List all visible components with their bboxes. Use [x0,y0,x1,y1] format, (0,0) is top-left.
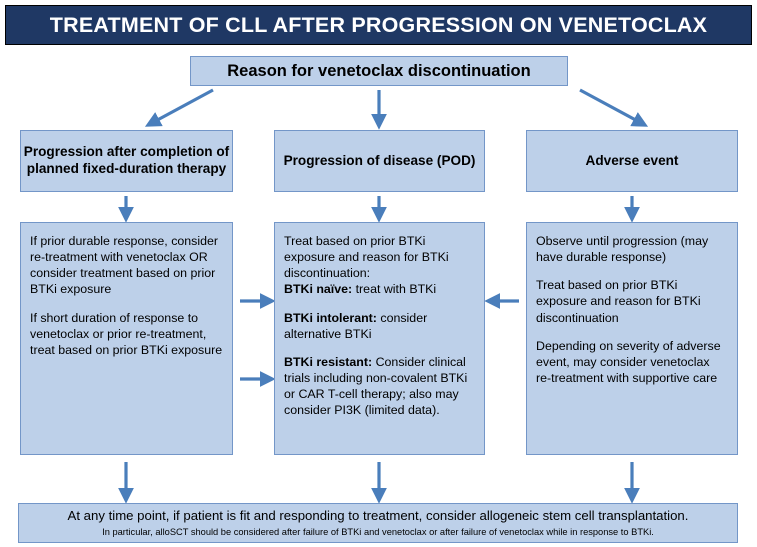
col2-p4-lead: BTKi resistant: [284,354,373,369]
col3-head-label: Adverse event [585,152,679,168]
col2-head-label: Progression of disease (POD) [283,152,476,168]
arrow-root-to-col3 [579,88,649,127]
node-fixed-duration-recommendations[interactable]: If prior durable response, consider re-t… [20,222,233,455]
col1-paragraph-1: If prior durable response, consider re-t… [30,234,219,297]
page-title-banner: TREATMENT OF CLL AFTER PROGRESSION ON VE… [5,5,752,45]
col2-p4-text: Consider clinical trials including non-c… [284,354,468,418]
node-adverse-event-recommendations[interactable]: Observe until progression (may have dura… [526,222,738,455]
page-title: TREATMENT OF CLL AFTER PROGRESSION ON VE… [49,12,708,37]
col2-p1-text: Treat based on prior BTKi exposure and r… [284,234,449,281]
node-pod-recommendations[interactable]: Treat based on prior BTKi exposure and r… [274,222,485,455]
node-reason-for-discontinuation[interactable]: Reason for venetoclax discontinuation [190,56,568,86]
node-adverse-event[interactable]: Adverse event [526,130,738,192]
node-progression-of-disease[interactable]: Progression of disease (POD) [274,130,485,192]
footer-main-text: At any time point, if patient is fit and… [67,508,689,523]
col1-head-label: Progression after completion of planned … [23,144,230,176]
col2-paragraph-2: BTKi naïve: treat with BTKi [284,281,475,297]
arrow-root-to-col1 [144,88,214,127]
col2-p3-lead: BTKi intolerant: [284,310,377,325]
col3-paragraph-1: Observe until progression (may have dura… [536,234,709,265]
col2-paragraph-4: BTKi resistant: Consider clinical trials… [284,354,475,419]
col3-paragraph-3: Depending on severity of adverse event, … [536,338,721,385]
col2-paragraph-1: Treat based on prior BTKi exposure and r… [284,233,475,281]
col2-p2-text: treat with BTKi [352,282,437,297]
node-reason-label: Reason for venetoclax discontinuation [227,61,531,80]
node-progression-after-fixed-duration[interactable]: Progression after completion of planned … [20,130,233,192]
col1-paragraph-2: If short duration of response to venetoc… [30,310,223,357]
col3-paragraph-2: Treat based on prior BTKi exposure and r… [536,278,701,325]
footer-sub-text: In particular, alloSCT should be conside… [102,526,654,537]
node-footer-summary[interactable]: At any time point, if patient is fit and… [18,503,738,543]
col2-p2-lead: BTKi naïve: [284,282,353,297]
col2-paragraph-3: BTKi intolerant: consider alternative BT… [284,310,475,342]
col2-p3-text: consider alternative BTKi [284,310,428,341]
